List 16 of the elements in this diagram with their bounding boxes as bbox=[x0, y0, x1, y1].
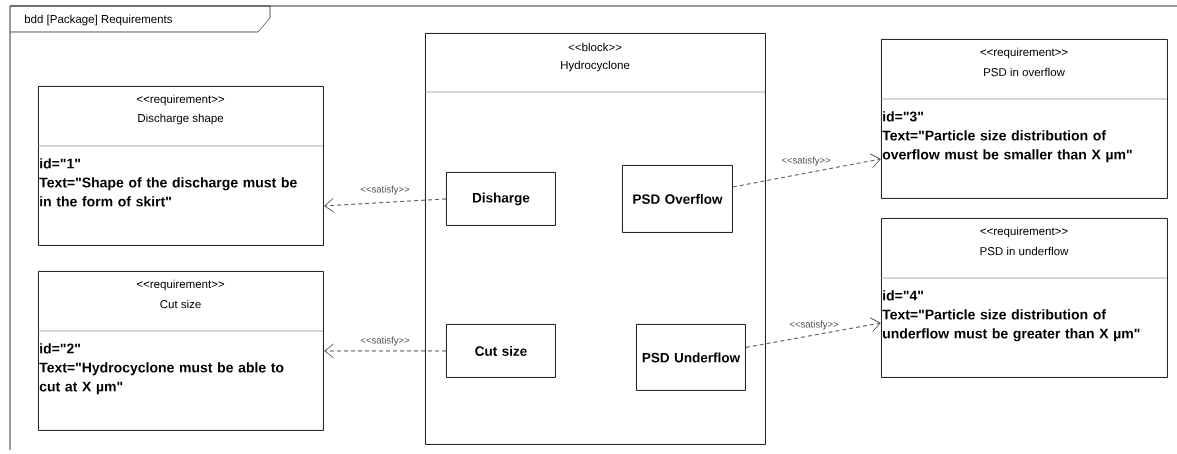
satisfy-arrow bbox=[324, 197, 447, 213]
requirement-box: <<requirement>> PSD in overflow id="3" Text="Particle size distribution of overflow must be smaller than X µm" bbox=[880, 39, 1168, 199]
edge-label: <<satisfy>> bbox=[780, 156, 832, 166]
edge-label: <<satisfy>> bbox=[359, 185, 411, 195]
requirement-box: <<requirement>> Cut size id="2" Text="Hydrocyclone must be able to cut at X µm" bbox=[37, 271, 324, 431]
requirement-box: <<requirement>> Discharge shape id="1" Text="Shape of the discharge must be in the form of skirt" bbox=[37, 86, 324, 246]
requirement-box: <<requirement>> PSD in underflow id="4" Text="Particle size distribution of underflow must be greater than X µm" bbox=[880, 218, 1168, 378]
part-box: Cut size bbox=[446, 324, 556, 378]
satisfy-arrow bbox=[732, 153, 881, 188]
edge-label: <<satisfy>> bbox=[359, 336, 411, 346]
part-box: PSD Overflow bbox=[622, 165, 733, 233]
part-box: Disharge bbox=[446, 172, 556, 226]
satisfy-arrow bbox=[324, 343, 447, 359]
satisfy-arrow bbox=[745, 317, 881, 348]
edge-label: <<satisfy>> bbox=[788, 320, 840, 330]
part-box: PSD Underflow bbox=[636, 324, 746, 391]
